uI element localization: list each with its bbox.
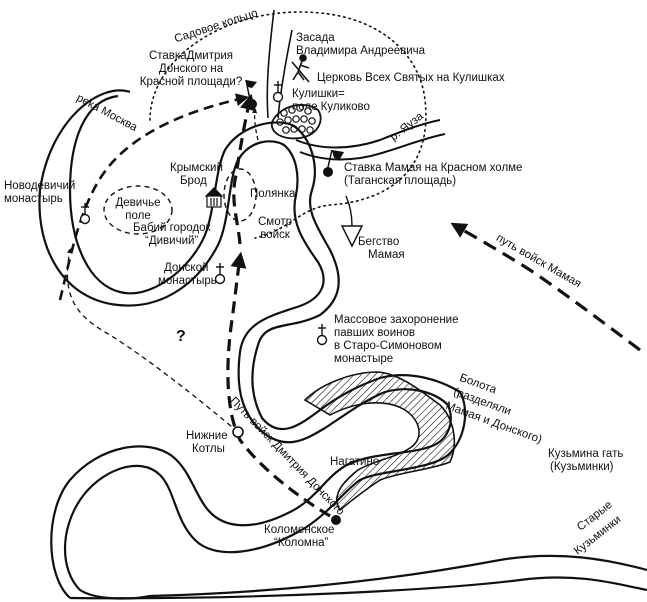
neglinka-stream — [266, 9, 293, 119]
mamai-flight-arrow — [340, 195, 364, 248]
devichye-label-1: Девичье — [115, 197, 161, 209]
garden-ring — [149, 11, 427, 239]
nagatino-label: Нагатино — [330, 456, 380, 468]
novodevichy-label-2: монастырь — [4, 193, 63, 205]
dmitry-stavka-label-1: СтавкаДмитрия — [148, 50, 234, 62]
mamai-stavka-label-2: (Таганская площадь) — [344, 175, 457, 187]
burial-label-2: павших воинов — [334, 327, 415, 339]
church-label: Церковь Всех Святых на Кулишках — [317, 72, 505, 84]
ambush-arrow — [252, 107, 259, 141]
devichye-label-2: поле — [125, 210, 151, 222]
flight-label-2: Мамая — [368, 249, 405, 261]
question-mark: ? — [176, 328, 186, 345]
dmitry-stavka-label-2: Донского на — [158, 63, 224, 75]
kulishki-label-2: поле Куликово — [292, 101, 370, 113]
dmitry-route — [226, 251, 331, 518]
review-label-1: Смотр — [257, 216, 293, 228]
novodevichy-monastery-icon — [79, 203, 91, 225]
western-route — [58, 93, 250, 301]
mamai-route — [450, 222, 641, 352]
dmitry-stavka-label-3: Красной площади? — [139, 76, 243, 88]
krymsky-label-2: Брод — [180, 175, 207, 187]
novodevichy-label-1: Новодевичий — [4, 180, 76, 192]
dmitry-stavka-marker — [245, 79, 257, 109]
moscow-river — [38, 89, 647, 600]
kuzminki-label-1: Кузьмина гать — [548, 448, 624, 460]
simonov-monastery-icon — [316, 324, 328, 346]
flight-label-1: Бегство — [358, 236, 400, 248]
burial-label-3: в Старо-Симоновом — [334, 340, 442, 352]
marsh-area — [303, 371, 456, 512]
ambush-label-2: Владимира Андреевича — [296, 45, 426, 57]
ambush-label-1: Засада — [296, 32, 335, 44]
kolomenskoe-marker — [331, 515, 341, 525]
review-label-2: войск — [260, 229, 290, 241]
mamai-stavka-label-1: Ставка Мамая на Красном холме — [344, 162, 523, 174]
babiy-label-2: “Дивичий” — [145, 235, 199, 247]
babiy-label-1: Бабий городок — [133, 222, 211, 234]
krymsky-label-1: Крымский — [170, 162, 223, 174]
mamai-stavka-marker — [323, 149, 344, 177]
burial-label-4: монастыре — [334, 353, 394, 365]
dmitry-route-north — [232, 93, 256, 245]
yauza-river — [295, 119, 446, 161]
kolomenskoe-label-2: “Коломна” — [274, 537, 329, 549]
nizhnie-kotly-label-2: Котлы — [192, 443, 225, 455]
church-kulishki-icon — [272, 81, 284, 103]
kuzminki-label-2: (Кузьминки) — [550, 461, 614, 473]
kolomenskoe-label-1: Коломенское — [264, 524, 335, 536]
donskoy-label-2: монастырь — [158, 275, 217, 287]
polyanka-area — [223, 168, 257, 222]
polyanka-label: Полянка — [250, 188, 296, 200]
ambush-warrior-icon — [291, 54, 310, 83]
nizhnie-kotly-marker — [232, 426, 244, 438]
kulishki-cluster — [271, 104, 322, 140]
burial-label-1: Массовое захоронение — [334, 314, 459, 326]
babiy-gorodok-icon — [204, 187, 224, 208]
donskoy-label-1: Донской — [164, 262, 209, 274]
donskoy-monastery-icon — [214, 263, 226, 285]
kulishki-label-1: Кулишки= — [292, 88, 345, 100]
nizhnie-kotly-label-1: Нижние — [186, 430, 228, 442]
devichye-pole-area — [103, 185, 173, 235]
